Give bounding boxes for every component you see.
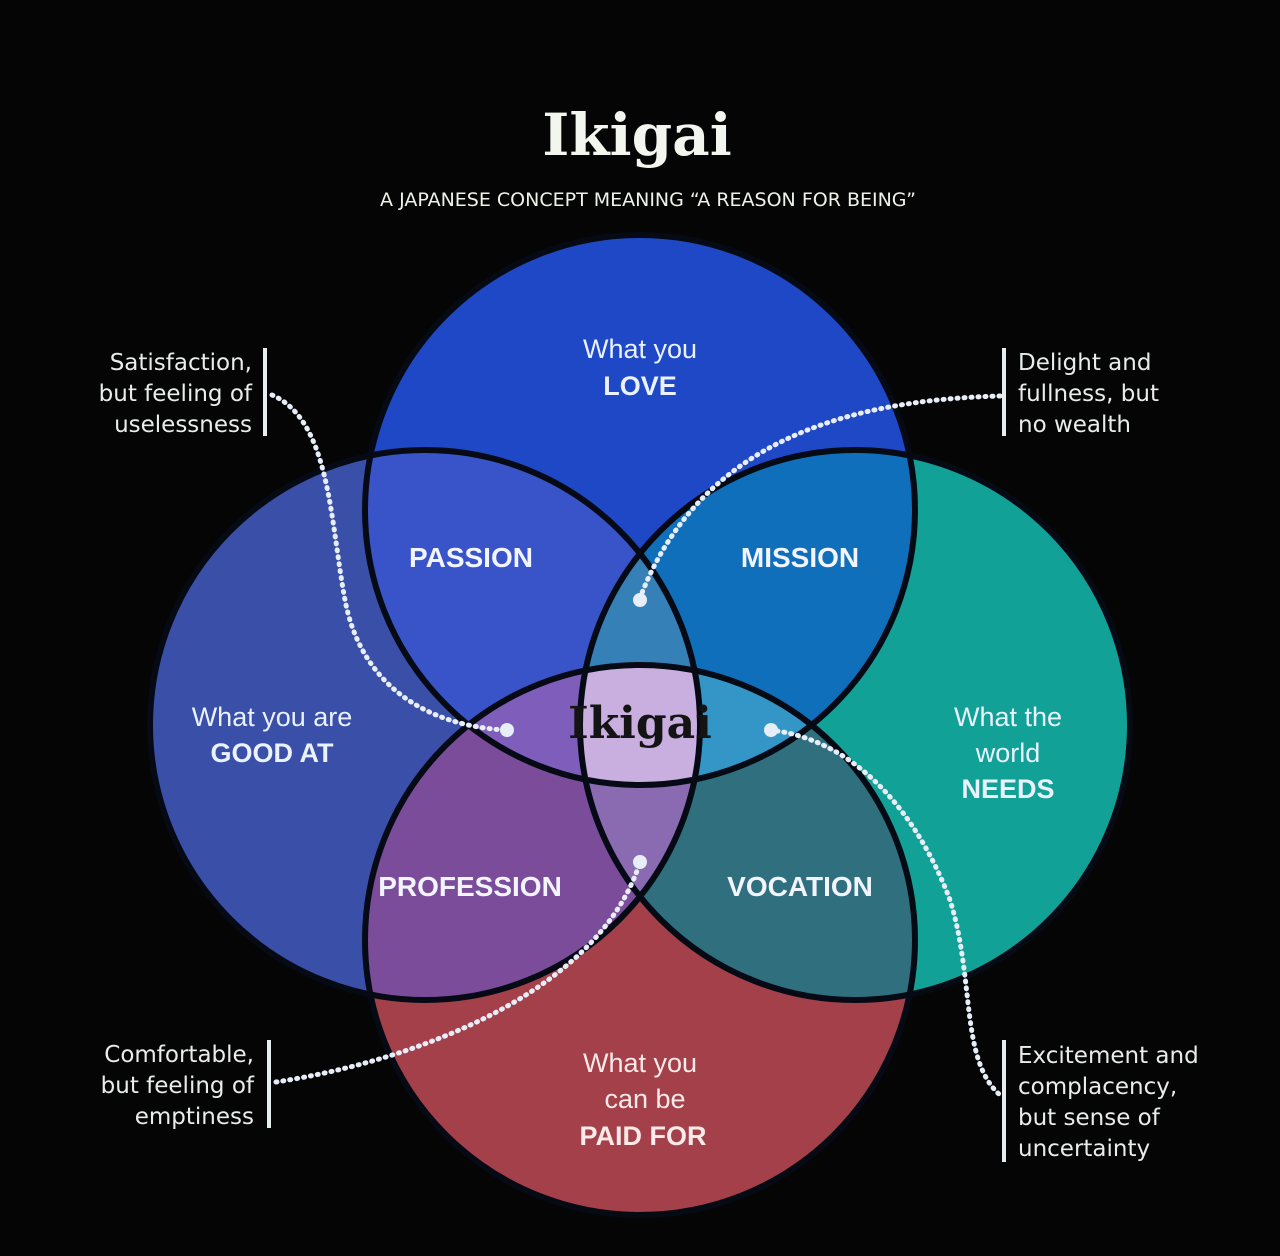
needs-label-line2: world <box>975 738 1041 768</box>
svg-text:uselessness: uselessness <box>114 412 252 438</box>
svg-text:but feeling of: but feeling of <box>101 1073 255 1099</box>
svg-text:no wealth: no wealth <box>1018 412 1131 438</box>
svg-text:Excitement and: Excitement and <box>1018 1043 1199 1069</box>
mission-label: MISSION <box>741 542 859 573</box>
leader-line-bottom-left <box>273 859 643 1085</box>
leader-lines <box>269 392 1003 1098</box>
svg-text:Comfortable,: Comfortable, <box>104 1042 254 1068</box>
svg-text:emptiness: emptiness <box>135 1104 254 1130</box>
note-bottom-right: Excitement and complacency, but sense of… <box>1018 1043 1199 1162</box>
page-title: Ikigai <box>542 101 732 169</box>
leader-line-top-left <box>269 392 508 733</box>
needs-label-line1: What the <box>954 702 1062 732</box>
circle-outlines <box>147 232 1133 1218</box>
leader-dot-mission <box>633 593 647 607</box>
vocation-label: VOCATION <box>727 871 873 902</box>
leader-line-top-right <box>637 393 1003 601</box>
passion-label: PASSION <box>409 542 533 573</box>
leader-dot-profession <box>633 855 647 869</box>
svg-text:complacency,: complacency, <box>1018 1074 1177 1100</box>
note-top-right: Delight and fullness, but no wealth <box>1018 350 1159 438</box>
paid-for-label-line2: can be <box>604 1084 685 1114</box>
svg-text:Delight and: Delight and <box>1018 350 1151 376</box>
leader-line-bottom-right <box>767 727 1003 1098</box>
good-at-label-line2: GOOD AT <box>211 738 334 768</box>
paid-for-label-line1: What you <box>583 1048 697 1078</box>
ikigai-center-label: Ikigai <box>568 698 712 749</box>
love-label-line1: What you <box>583 334 697 364</box>
leader-dot-vocation <box>764 723 778 737</box>
profession-label: PROFESSION <box>378 871 562 902</box>
leader-dot-passion <box>500 723 514 737</box>
svg-text:Satisfaction,: Satisfaction, <box>110 350 252 376</box>
svg-text:but sense of: but sense of <box>1018 1105 1161 1131</box>
good-at-label-line1: What you are <box>192 702 353 732</box>
leader-dots <box>500 593 778 869</box>
svg-text:but feeling of: but feeling of <box>99 381 253 407</box>
note-top-left: Satisfaction, but feeling of uselessness <box>99 350 253 438</box>
page-subtitle: A JAPANESE CONCEPT MEANING “A REASON FOR… <box>380 189 916 211</box>
note-bottom-left: Comfortable, but feeling of emptiness <box>101 1042 255 1130</box>
needs-label-line3: NEEDS <box>961 774 1054 804</box>
svg-text:fullness, but: fullness, but <box>1018 381 1159 407</box>
paid-for-label-line3: PAID FOR <box>580 1121 707 1151</box>
svg-text:uncertainty: uncertainty <box>1018 1136 1150 1162</box>
love-label-line2: LOVE <box>603 371 677 401</box>
note-bars <box>263 348 1006 1162</box>
